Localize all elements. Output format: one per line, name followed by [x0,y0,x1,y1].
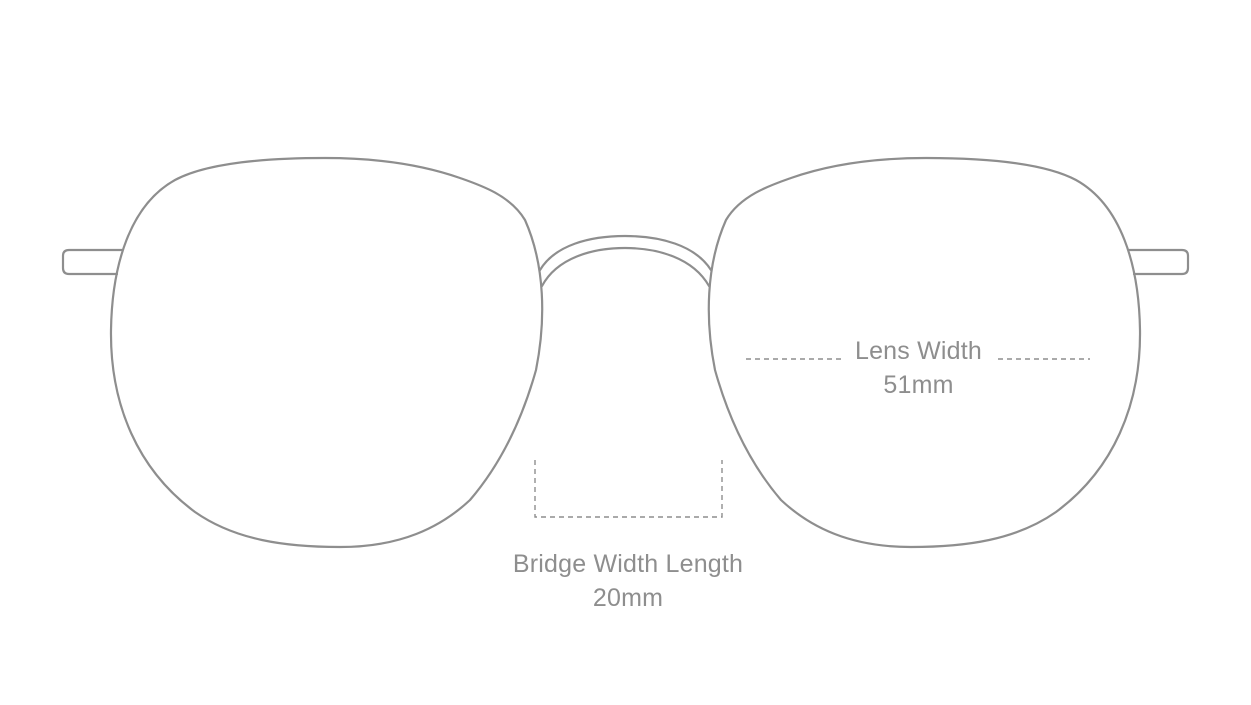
right-temple-arm [1127,248,1190,276]
bridge-width-value: 20mm [592,584,664,612]
lens-width-value: 51mm [883,371,954,399]
bridge-width-measure-bracket [534,460,723,518]
right-lens-rim [707,156,1142,549]
bridge-upper [538,234,713,272]
left-lens-rim [109,156,544,549]
bridge-width-label: Bridge Width Length [512,550,744,578]
left-temple-arm [61,248,124,276]
bridge-lower [540,246,711,288]
lens-width-label: Lens Width [842,334,995,368]
